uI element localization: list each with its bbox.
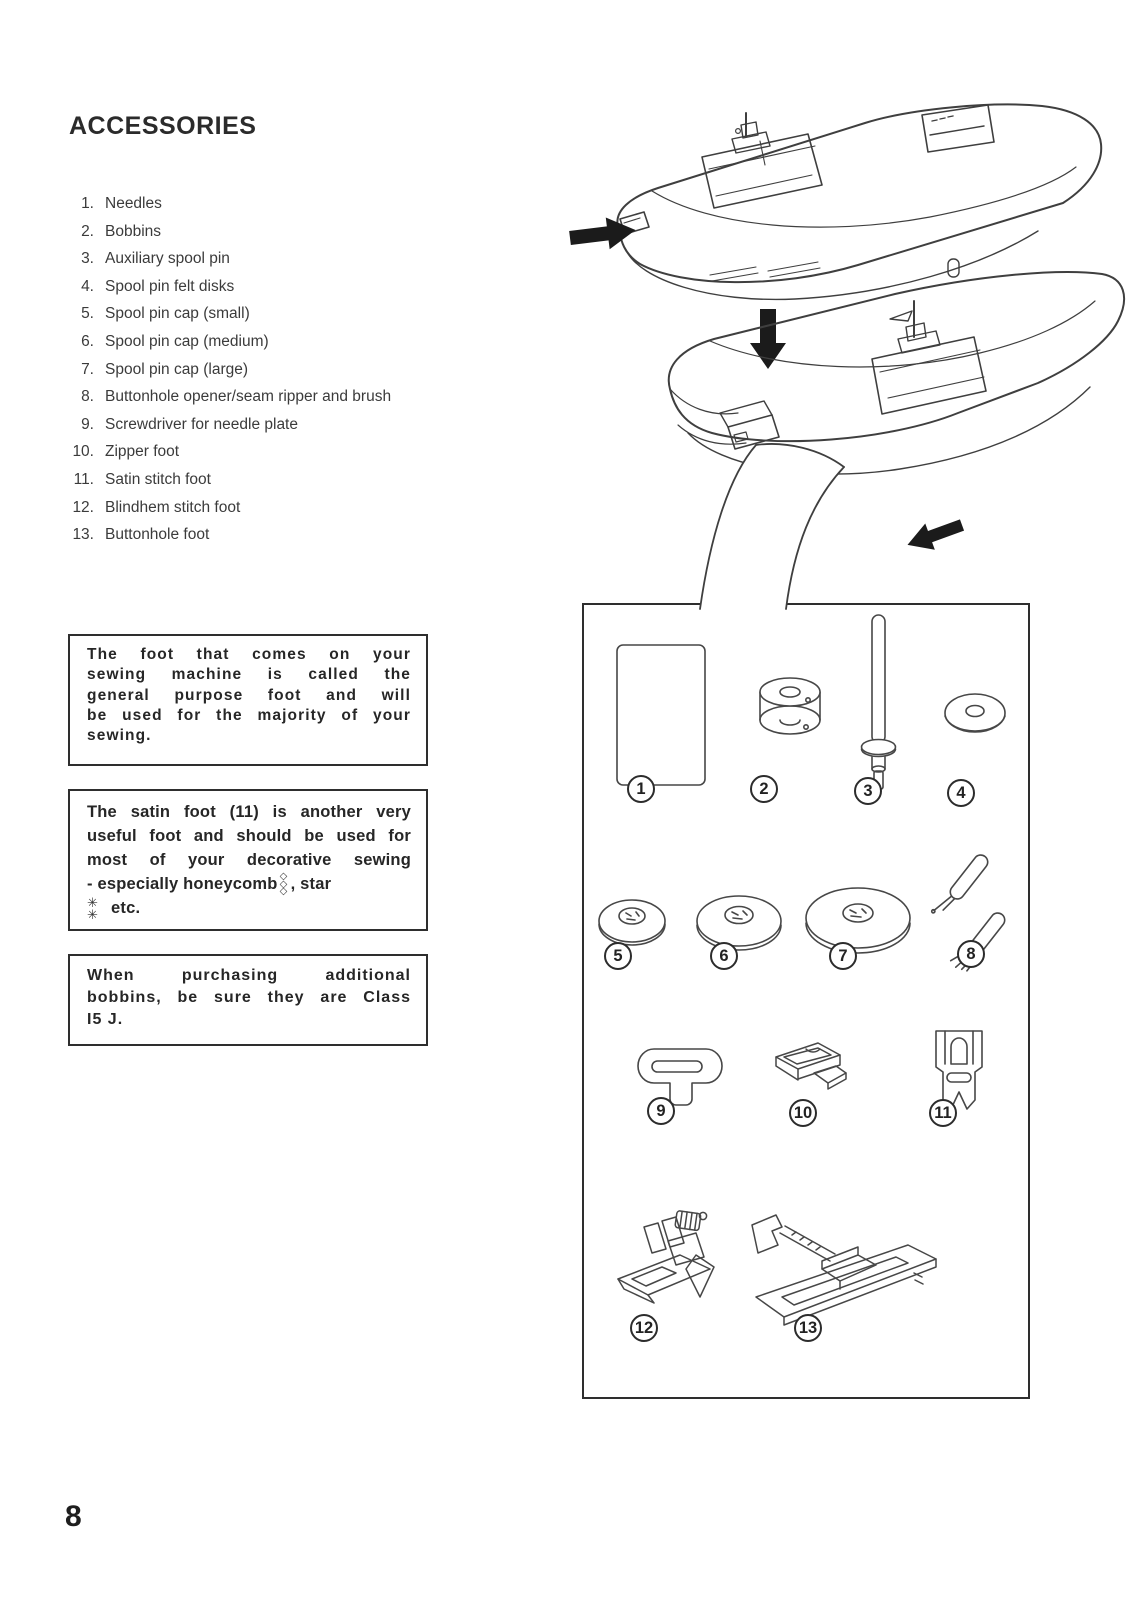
list-item: 12. Blindhem stitch foot [58, 494, 558, 522]
list-item: 1. Needles [58, 190, 558, 218]
callout-number-6: 6 [710, 942, 738, 970]
spool-cap-large-illustration [805, 887, 911, 954]
callout-number-3: 3 [854, 777, 882, 805]
note-line: When purchasing additional [87, 967, 411, 984]
list-item-number: 3. [81, 250, 94, 268]
list-item-label: Auxiliary spool pin [105, 250, 230, 268]
arrow-right-icon [569, 217, 636, 250]
list-item-label: Spool pin felt disks [105, 277, 235, 295]
note-line: sewing machine is called the [87, 666, 411, 684]
satin-stitch-foot-illustration [935, 1030, 983, 1110]
callout-number-9: 9 [647, 1097, 675, 1125]
needle-pack-illustration [616, 644, 706, 786]
list-item-number: 4. [81, 277, 94, 295]
list-item-label: Screwdriver for needle plate [105, 415, 298, 433]
list-item: 4. Spool pin felt disks [58, 273, 558, 301]
spool-cap-small-illustration [598, 899, 666, 946]
callout-number-4: 4 [947, 779, 975, 807]
buttonhole-foot-illustration [751, 1214, 937, 1326]
list-item-label: Spool pin cap (small) [105, 305, 250, 323]
list-item-label: Bobbins [105, 222, 162, 240]
callout-number-13: 13 [794, 1314, 822, 1342]
arrow-down-left-icon [907, 519, 965, 550]
callout-number-1: 1 [627, 775, 655, 803]
list-item-number: 8. [81, 388, 94, 406]
bobbin-illustration [759, 677, 821, 735]
callout-number-11: 11 [929, 1099, 957, 1127]
spool-pin-illustration [860, 614, 897, 790]
list-item-label: Zipper foot [105, 443, 180, 461]
note-line: bobbins, be sure they are Class [87, 989, 411, 1006]
note-satin-foot: The satin foot (11) is another very usef… [68, 789, 428, 931]
callout-number-12: 12 [630, 1314, 658, 1342]
callout-number-2: 2 [750, 775, 778, 803]
page-title: ACCESSORIES [69, 112, 257, 140]
list-item: 5. Spool pin cap (small) [58, 300, 558, 328]
note-line: most of your decorative sewing [87, 851, 411, 869]
callout-number-10: 10 [789, 1099, 817, 1127]
list-item-label: Buttonhole opener/seam ripper and brush [105, 388, 392, 406]
list-item-number: 1. [81, 195, 94, 212]
list-item-label: Blindhem stitch foot [105, 498, 241, 516]
machine-diagrams [569, 103, 1126, 610]
list-item-label: Buttonhole foot [105, 526, 210, 544]
list-item-number: 6. [81, 332, 94, 350]
list-item-label: Spool pin cap (large) [105, 360, 249, 378]
callout-number-7: 7 [829, 942, 857, 970]
machine-open-compartment-illustration [667, 258, 1126, 475]
accessory-items-illustration [598, 614, 1006, 1326]
felt-disk-illustration [944, 693, 1006, 733]
list-item-number: 13. [72, 526, 94, 544]
list-item-number: 12. [72, 498, 94, 516]
list-item: 11. Satin stitch foot [58, 466, 558, 494]
list-item: 9. Screwdriver for needle plate [58, 411, 558, 439]
note-line: The foot that comes on your [87, 646, 411, 663]
list-item: 13. Buttonhole foot [58, 521, 558, 549]
list-item-number: 7. [81, 360, 94, 378]
list-item: 3. Auxiliary spool pin [58, 245, 558, 273]
machine-with-table-illustration [616, 103, 1103, 301]
accessory-box-diagram [582, 603, 1030, 1399]
note-line: I5 J. [87, 1011, 124, 1028]
spool-cap-medium-illustration [696, 895, 782, 951]
needle-plate-screwdriver-illustration [637, 1048, 723, 1106]
list-item: 10. Zipper foot [58, 438, 558, 466]
list-item-number: 10. [72, 443, 94, 461]
list-item-label: Satin stitch foot [105, 470, 211, 488]
arrow-down-icon [750, 309, 786, 369]
list-item-label: Spool pin cap (medium) [105, 332, 269, 350]
star-stitch-icon: ✳✳ [87, 894, 99, 922]
note-line: The satin foot (11) is another very [87, 803, 411, 821]
accessories-list: 1. Needles 2. Bobbins 3. Auxiliary spool pi… [58, 190, 558, 549]
note-bobbin-class: When purchasing additional bobbins, be s… [68, 954, 428, 1046]
funnel-callout [699, 443, 845, 610]
note-line: useful foot and should be used for [87, 827, 411, 845]
list-item: 2. Bobbins [58, 218, 558, 246]
note-line: be used for the majority of your [87, 706, 411, 724]
zipper-foot-illustration [775, 1042, 847, 1090]
list-item: 6. Spool pin cap (medium) [58, 328, 558, 356]
callout-number-5: 5 [604, 942, 632, 970]
blindhem-foot-illustration [617, 1210, 715, 1304]
list-item: 7. Spool pin cap (large) [58, 356, 558, 384]
honeycomb-stitch-icon: ◇◇◇ [279, 871, 288, 898]
list-item: 8. Buttonhole opener/seam ripper and brus… [58, 383, 558, 411]
list-item-number: 9. [81, 415, 94, 433]
list-item-number: 2. [81, 222, 94, 240]
note-line: general purpose foot and will [87, 686, 411, 704]
note-general-purpose-foot: The foot that comes on your sewing machi… [68, 634, 428, 766]
list-item-label: Needles [105, 195, 162, 212]
list-item-number: 5. [81, 305, 94, 323]
list-item-number: 11. [73, 470, 94, 488]
note-line: ✳✳etc. [87, 894, 141, 922]
note-line: - especially honeycomb◇◇◇, star [87, 871, 332, 898]
note-line: sewing. [87, 727, 152, 745]
callout-number-8: 8 [957, 940, 985, 968]
page-number: 8 [65, 1500, 82, 1533]
